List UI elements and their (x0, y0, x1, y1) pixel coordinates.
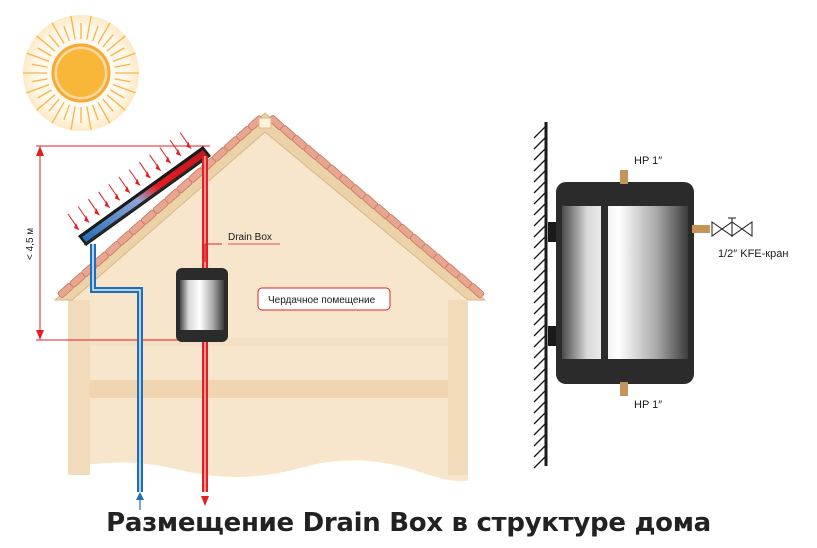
roof (53, 112, 487, 301)
sun-ray (48, 34, 60, 48)
wall-hatch-line (533, 224, 547, 238)
wall-hatch-line (533, 345, 547, 359)
wall-hatch-line (533, 323, 547, 337)
sunlight-arrowhead (125, 186, 130, 193)
sun-ray (36, 94, 56, 111)
wall-hatch-line (533, 147, 547, 161)
sunlight-arrowhead (155, 163, 161, 171)
sun-icon (23, 15, 139, 131)
sun-ray (26, 84, 50, 94)
sun-ray (112, 84, 136, 94)
wall-hatch-line (533, 136, 547, 150)
sun-ray (48, 98, 60, 112)
drain-box-small (176, 268, 228, 342)
sunlight-arrowhead (165, 156, 171, 164)
wall-hatch-line (533, 312, 547, 326)
wall-hatch-line (533, 235, 547, 249)
wall-hatch-line (533, 455, 547, 469)
solar-collector-icon (78, 146, 211, 246)
sun-ray (63, 104, 70, 121)
sun-ray (51, 22, 65, 44)
drain-box-label: Drain Box (228, 232, 272, 243)
sunlight-arrowhead (74, 223, 79, 230)
sunlight-arrowhead (186, 141, 192, 149)
wall-hatch-line (533, 257, 547, 271)
drain-box-tank-icon (548, 170, 710, 396)
wall-hatch-line (533, 400, 547, 414)
sun-ray (92, 25, 99, 42)
sun-ray (110, 89, 125, 99)
wall-hatch-line (533, 422, 547, 436)
sunlight-arrows (67, 132, 192, 231)
sun-ray (37, 47, 52, 57)
wall (533, 122, 548, 469)
sun-ray (110, 47, 125, 57)
sun-ray (106, 35, 126, 52)
sunlight-arrowhead (84, 215, 90, 223)
sun-ray (31, 63, 48, 68)
sunlight-arrowhead (176, 149, 181, 156)
sunlight-arrowhead (145, 171, 151, 179)
wall-hatch-line (533, 202, 547, 216)
sun-ray (102, 98, 114, 112)
sun-ray (102, 34, 114, 48)
wall-hatch-line (533, 301, 547, 315)
wall-hatch-line (533, 169, 547, 183)
drain-box-callout: Drain Box (204, 232, 280, 262)
sun-ray (92, 104, 99, 121)
ball-valve-icon (711, 217, 753, 237)
sun-ray (51, 102, 65, 124)
sun-ray (97, 22, 111, 44)
sunlight-arrowhead (135, 178, 141, 186)
sun-ray (97, 102, 111, 124)
wall-hatch-line (533, 213, 547, 227)
height-dimension: < 4,5 м (25, 145, 210, 341)
height-label: < 4,5 м (25, 228, 36, 260)
sun-ray (112, 52, 136, 62)
sun-ray (70, 106, 76, 131)
sun-ray (114, 78, 131, 83)
sun-ray (86, 106, 92, 131)
wall-hatch-line (533, 279, 547, 293)
attic-label-box: Чердачное помещение (257, 287, 391, 311)
port-bottom-label: HP 1″ (634, 399, 662, 411)
wall-hatch-line (533, 433, 547, 447)
sun-ray (106, 94, 126, 111)
wall-hatch-line (533, 290, 547, 304)
sun-ray (70, 15, 76, 40)
sun-ray (114, 63, 131, 68)
sun-ray (37, 89, 52, 99)
sun-ray (26, 52, 50, 62)
sun-ray (31, 78, 48, 83)
sun-ray (63, 25, 70, 42)
wall-hatch-line (533, 378, 547, 392)
sunlight-arrowhead (114, 193, 120, 201)
port-top-label: HP 1″ (634, 155, 662, 167)
wall-hatch-line (533, 367, 547, 381)
wall-hatch-line (533, 125, 547, 139)
wall-hatch-line (533, 411, 547, 425)
wall-hatch-line (533, 246, 547, 260)
wall-hatch-line (533, 334, 547, 348)
sunlight-arrowhead (94, 208, 100, 216)
wall-hatch-line (533, 356, 547, 370)
roof-tile (468, 283, 485, 299)
cold-pipe (90, 244, 144, 510)
valve-label: 1/2″ KFE-кран (718, 248, 788, 260)
wall-hatch-line (533, 268, 547, 282)
wall-hatch-line (533, 158, 547, 172)
wall-hatch-line (533, 389, 547, 403)
caption: Размещение Drain Box в структуре дома (106, 508, 711, 538)
sun-ray (36, 35, 56, 52)
wall-hatch-line (533, 180, 547, 194)
sun-ray (86, 15, 92, 40)
attic-label: Чердачное помещение (268, 295, 376, 306)
sunlight-arrowhead (104, 200, 110, 208)
wall-hatch-line (533, 444, 547, 458)
wall-hatch-line (533, 191, 547, 205)
